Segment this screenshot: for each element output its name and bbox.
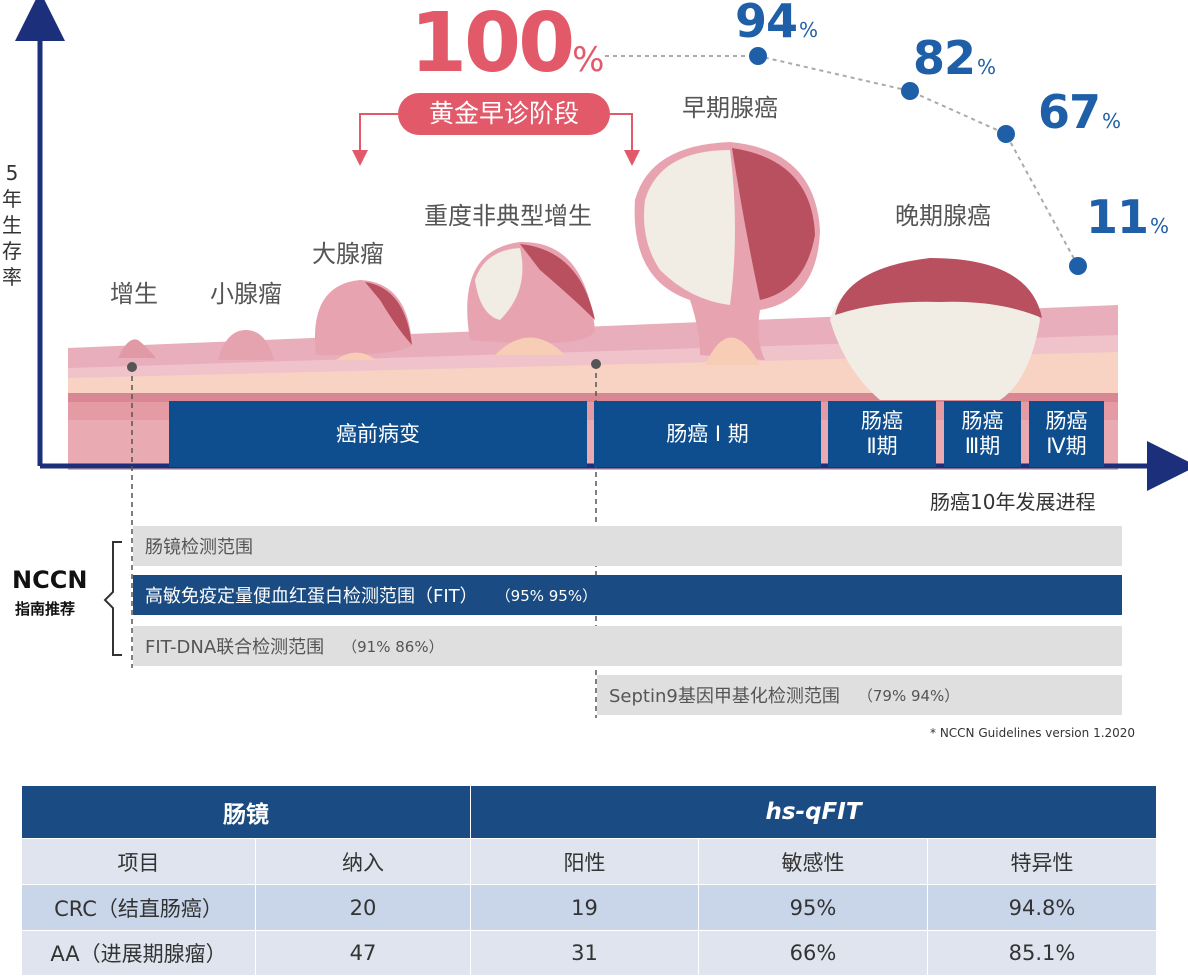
lesion-large-adenoma bbox=[314, 280, 412, 360]
x-axis-label: 肠癌10年发展进程 bbox=[930, 490, 1096, 514]
y-axis-label-char: 存 bbox=[2, 239, 22, 263]
column-header: 阳性 bbox=[470, 838, 699, 885]
range-fit: 高敏免疫定量便血红蛋白检测范围（FIT） （95% 95%） bbox=[133, 575, 1122, 615]
column-header: 项目 bbox=[21, 838, 256, 885]
group-header-hsqfit: hs-qFIT bbox=[469, 785, 1158, 839]
range-colonoscopy: 肠镜检测范围 bbox=[133, 526, 1122, 566]
table-cell: 47 bbox=[255, 930, 471, 976]
lesion-early-adenocarcinoma bbox=[634, 142, 820, 365]
column-header: 特异性 bbox=[926, 838, 1158, 885]
range-septin9: Septin9基因甲基化检测范围 （79% 94%） bbox=[597, 675, 1122, 715]
table-cell: AA（进展期腺瘤） bbox=[21, 930, 256, 976]
table-cell: 95% bbox=[698, 884, 928, 931]
footnote: * NCCN Guidelines version 1.2020 bbox=[930, 726, 1136, 740]
table-cell: CRC（结直肠癌） bbox=[21, 884, 256, 931]
survival-point bbox=[1069, 257, 1087, 275]
survival-label: 82% bbox=[913, 31, 996, 85]
survival-value: 67 bbox=[1038, 85, 1101, 139]
table-cell: 66% bbox=[698, 930, 928, 976]
survival-label: 94% bbox=[735, 0, 818, 48]
lesion-advanced-adenocarcinoma bbox=[830, 258, 1042, 400]
highlight-percent-value: 100 bbox=[410, 0, 575, 91]
range-metrics: （95% 95%） bbox=[495, 586, 598, 605]
phase-stage-2: 肠癌 Ⅱ期 bbox=[828, 401, 936, 467]
phase-stage-1: 肠癌 Ⅰ 期 bbox=[594, 401, 821, 467]
survival-point bbox=[997, 125, 1015, 143]
survival-value: 94 bbox=[735, 0, 798, 48]
nccn-subtitle: 指南推荐 bbox=[15, 600, 76, 618]
stage-label-severe-dysplasia: 重度非典型增生 bbox=[424, 202, 592, 230]
y-axis-label-char: 生 bbox=[2, 213, 22, 237]
table-cell: 20 bbox=[255, 884, 471, 931]
table-cell: 85.1% bbox=[926, 930, 1158, 976]
marker-dot bbox=[591, 359, 601, 369]
y-axis-label-char: 年 bbox=[2, 187, 22, 211]
survival-value: 11 bbox=[1086, 190, 1149, 244]
phase-stage-4: 肠癌 Ⅳ期 bbox=[1029, 401, 1104, 467]
range-label: 肠镜检测范围 bbox=[145, 537, 253, 558]
stage-label-advanced-adenocarcinoma: 晚期腺癌 bbox=[895, 202, 991, 230]
group-header-colonoscopy: 肠镜 bbox=[21, 785, 471, 839]
stage-label-large-adenoma: 大腺瘤 bbox=[312, 240, 384, 268]
stage-label-hyperplasia: 增生 bbox=[110, 280, 158, 308]
nccn-brace bbox=[103, 541, 122, 656]
stage-label-small-adenoma: 小腺瘤 bbox=[210, 280, 282, 308]
survival-value: 82 bbox=[913, 31, 976, 85]
column-header: 敏感性 bbox=[698, 838, 928, 885]
survival-unit: % bbox=[799, 18, 819, 42]
range-label: FIT-DNA联合检测范围 bbox=[145, 637, 325, 658]
table-row: AA（进展期腺瘤） 47 31 66% 85.1% bbox=[21, 930, 1158, 976]
table-cell: 31 bbox=[470, 930, 699, 976]
table-row: CRC（结直肠癌） 20 19 95% 94.8% bbox=[21, 884, 1158, 931]
stage-label-early-adenocarcinoma: 早期腺癌 bbox=[682, 94, 778, 122]
table-cell: 94.8% bbox=[926, 884, 1158, 931]
lesion-hyperplasia bbox=[118, 339, 156, 358]
lesion-small-adenoma bbox=[218, 330, 274, 360]
table-column-header: 项目 纳入 阳性 敏感性 特异性 bbox=[21, 838, 1158, 885]
table-group-header: 肠镜 hs-qFIT bbox=[21, 785, 1158, 839]
survival-curve bbox=[605, 55, 1079, 267]
nccn-title: NCCN bbox=[12, 566, 88, 594]
golden-stage-bracket bbox=[352, 113, 640, 166]
survival-label: 67% bbox=[1038, 85, 1121, 139]
highlight-percent: 100% bbox=[410, 0, 604, 91]
column-header: 纳入 bbox=[255, 838, 471, 885]
survival-point bbox=[901, 82, 919, 100]
phase-precancer: 癌前病变 bbox=[169, 401, 587, 467]
y-axis-label-char: 率 bbox=[2, 265, 22, 289]
survival-point bbox=[749, 47, 767, 65]
phase-stage-3: 肠癌 Ⅲ期 bbox=[944, 401, 1021, 467]
range-fit-dna: FIT-DNA联合检测范围 （91% 86%） bbox=[133, 626, 1122, 666]
range-metrics: （91% 86%） bbox=[342, 637, 444, 656]
lesion-severe-dysplasia bbox=[467, 241, 595, 355]
survival-unit: % bbox=[1150, 214, 1170, 238]
range-label: Septin9基因甲基化检测范围 bbox=[609, 686, 840, 707]
results-table: 肠镜 hs-qFIT 项目 纳入 阳性 敏感性 特异性 CRC（结直肠癌） 20… bbox=[21, 785, 1158, 976]
survival-unit: % bbox=[977, 55, 997, 79]
table-cell: 19 bbox=[470, 884, 699, 931]
golden-stage-badge: 黄金早诊阶段 bbox=[398, 93, 610, 135]
survival-label: 11% bbox=[1086, 190, 1169, 244]
highlight-percent-unit: % bbox=[572, 40, 605, 80]
range-label: 高敏免疫定量便血红蛋白检测范围（FIT） bbox=[145, 586, 478, 607]
range-metrics: （79% 94%） bbox=[857, 686, 960, 705]
y-axis-label: 5 年 生 存 率 bbox=[2, 160, 22, 290]
y-axis-label-char: 5 bbox=[5, 161, 19, 185]
marker-dot bbox=[127, 362, 137, 372]
survival-unit: % bbox=[1102, 109, 1122, 133]
